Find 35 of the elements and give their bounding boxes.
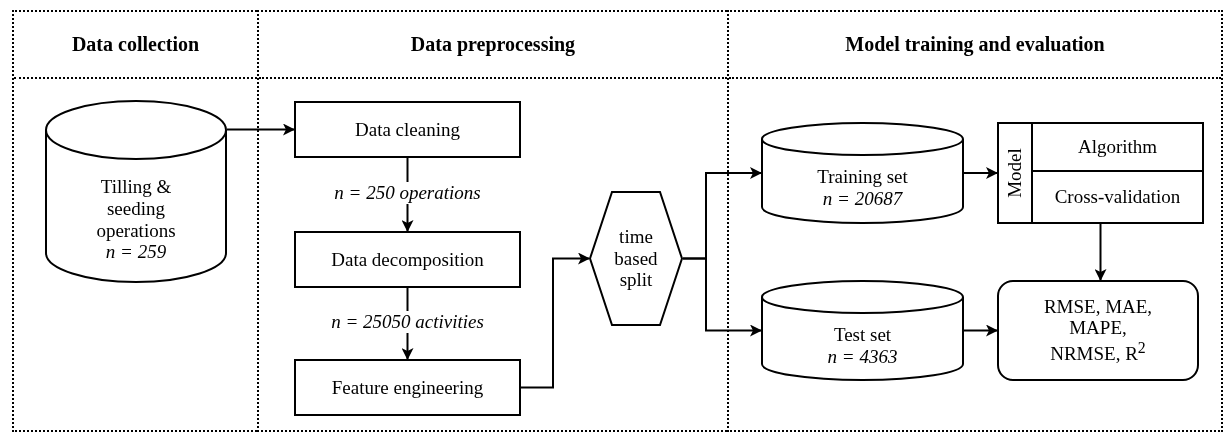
lane-header: Model training and evaluation	[845, 33, 1105, 56]
process-box	[294, 101, 521, 158]
database-cylinder	[761, 122, 964, 224]
node-label: n = 20687	[822, 188, 903, 210]
node-label: Training set	[817, 166, 908, 188]
node-label: Data decomposition	[331, 248, 484, 271]
node-label: Feature engineering	[331, 376, 484, 399]
arrow	[226, 123, 295, 136]
model-box	[997, 122, 1204, 224]
node-label: Cross-validation	[1054, 186, 1181, 208]
database-cylinder	[761, 280, 964, 381]
hexagon-node	[589, 191, 683, 326]
swimlane	[257, 10, 727, 432]
node-label: n = 259	[105, 241, 167, 264]
node-label: n = 4363	[827, 345, 898, 368]
rounded-box	[997, 280, 1199, 381]
swimlane	[727, 10, 1223, 432]
arrow	[963, 167, 998, 179]
arrow	[520, 252, 590, 389]
arrow	[1094, 223, 1107, 281]
swimlane	[12, 10, 257, 432]
arrow	[963, 324, 998, 337]
database-cylinder	[45, 100, 227, 283]
table-cell	[1031, 124, 1202, 172]
arrow	[682, 257, 762, 337]
process-box	[294, 359, 521, 416]
node-label: Model	[1004, 148, 1026, 198]
node-label: Test set	[833, 323, 892, 346]
lane-header: Data collection	[71, 33, 200, 56]
node-label: Algorithm	[1077, 136, 1158, 158]
node-label: time based split	[613, 225, 659, 292]
node-label: Data cleaning	[355, 118, 460, 141]
process-box	[294, 231, 521, 288]
node-label: RMSE, MAE, MAPE, NRMSE, R$^{2}$	[1042, 295, 1154, 366]
lane-header: Data preprocessing	[410, 33, 576, 56]
